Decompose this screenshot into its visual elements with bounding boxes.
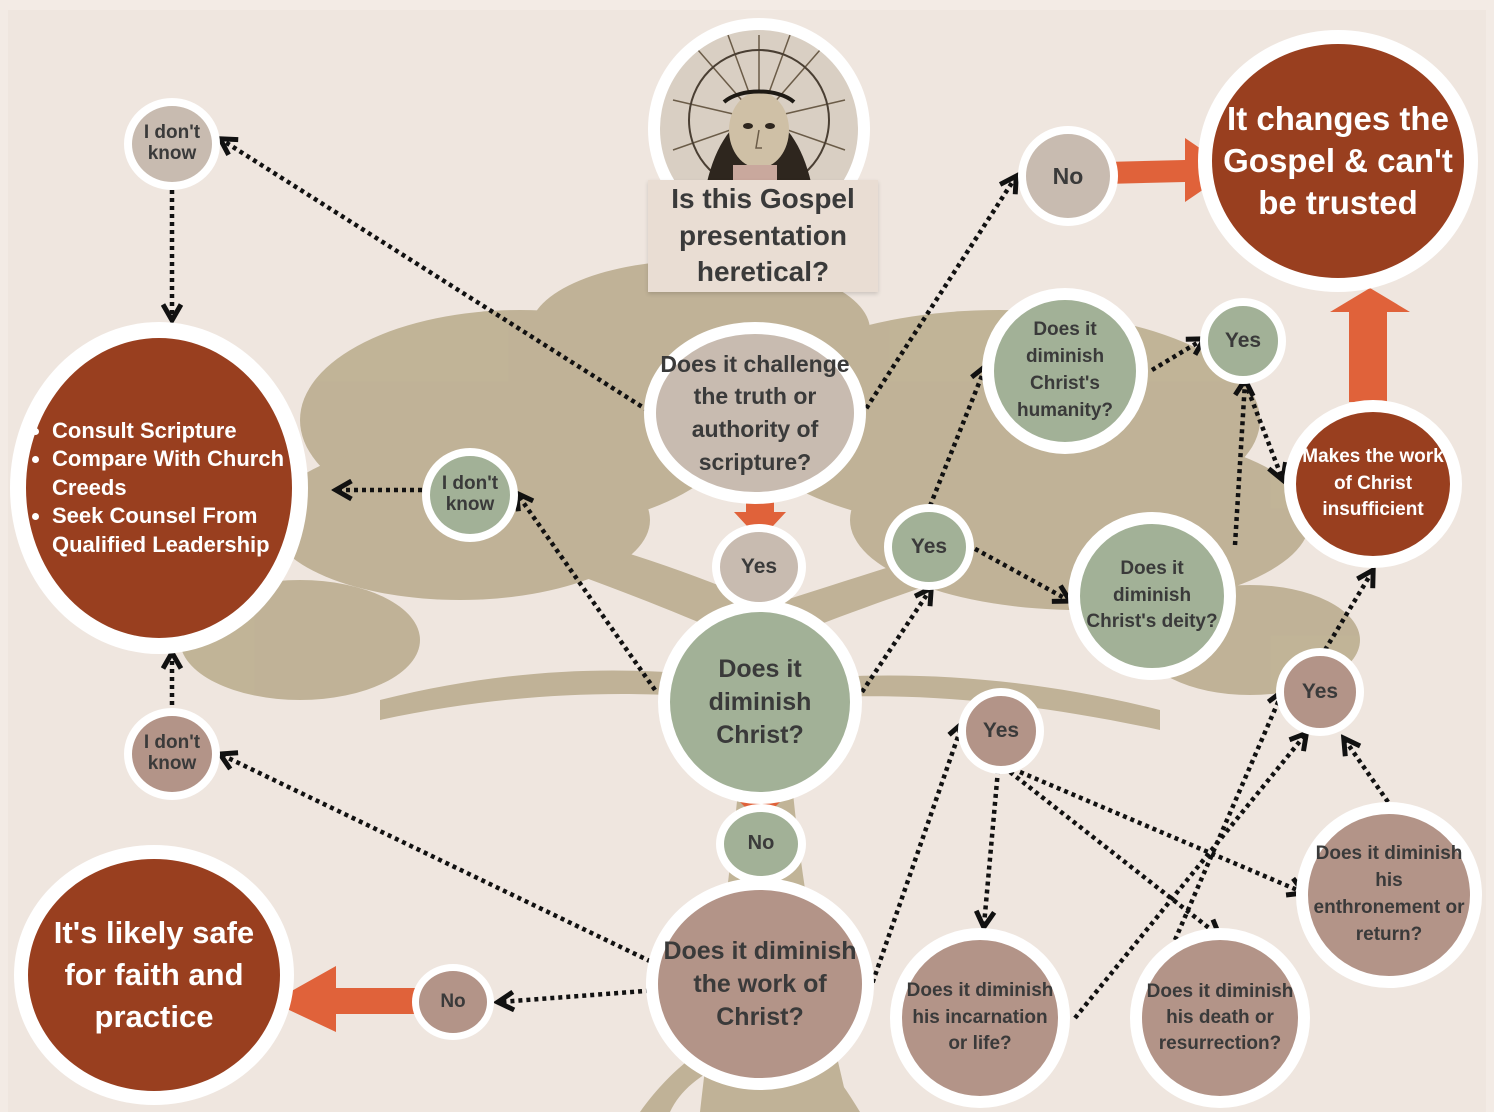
answer-yes-christ: Yes (884, 504, 974, 590)
answer-yes-humanity: Yes (1200, 298, 1286, 384)
solid-arrow (272, 966, 422, 1032)
node-text: I don't know (143, 122, 201, 164)
question-diminish-death-resurrection: Does it diminish his death or resurrecti… (1130, 928, 1310, 1108)
answer-no-bottom: No (412, 964, 494, 1040)
answer-yes-work: Yes (958, 688, 1044, 774)
question-diminish-humanity: Does it diminish Christ's humanity? (982, 288, 1148, 454)
node-text: Makes the work of Christ insufficient (1302, 445, 1444, 521)
node-text: It's likely safe for faith and practice (53, 914, 255, 1035)
node-text: Does it diminish his death or resurrecti… (1146, 980, 1294, 1055)
node-text: I don't know (441, 473, 499, 515)
dotted-arrow (1008, 770, 1218, 935)
node-text: Yes (910, 534, 948, 558)
outcome-makes-work-insufficient: Makes the work of Christ insufficient (1284, 400, 1462, 568)
node-text: Yes (1224, 328, 1262, 352)
node-text: Yes (982, 718, 1020, 742)
advice-item: Seek Counsel From Qualified Leadership (52, 502, 292, 559)
dotted-arrow (984, 769, 1001, 925)
advice-circle: Consult Scripture Compare With Church Cr… (10, 322, 308, 654)
dotted-arrow (1323, 572, 1372, 652)
page-title: Is this Gospel presentation heretical? (648, 180, 878, 292)
dotted-arrow (860, 178, 1015, 417)
advice-item: Consult Scripture (52, 417, 292, 446)
outcome-likely-safe: It's likely safe for faith and practice (14, 845, 294, 1105)
dotted-arrow (1150, 340, 1202, 372)
dotted-arrow (860, 590, 930, 694)
question-diminish-deity: Does it diminish Christ's deity? (1068, 512, 1236, 680)
answer-yes-scripture: Yes (712, 524, 806, 610)
dotted-arrow (966, 543, 1068, 600)
node-text: No (1052, 162, 1084, 189)
dotted-arrow (500, 987, 659, 1002)
question-challenge-scripture: Does it challenge the truth or authority… (644, 322, 866, 504)
question-diminish-incarnation: Does it diminish his incarnation or life… (890, 928, 1070, 1108)
node-text: Yes (1301, 679, 1339, 703)
question-diminish-enthronement-return: Does it diminish his enthronement or ret… (1296, 802, 1482, 988)
node-text: I don't know (143, 732, 201, 774)
answer-idk-mid: I don't know (422, 448, 518, 542)
answer-idk-top: I don't know (124, 98, 220, 190)
dotted-arrow (518, 495, 657, 692)
node-text: It changes the Gospel & can't be trusted (1223, 99, 1453, 222)
dotted-arrow (1019, 769, 1302, 892)
answer-idk-bottom: I don't know (124, 708, 220, 800)
answer-no-top: No (1018, 126, 1118, 226)
answer-no-center: No (716, 804, 806, 884)
node-text: Yes (740, 554, 778, 578)
dotted-arrow (867, 725, 962, 991)
dotted-arrow (222, 755, 659, 968)
dotted-arrow (222, 140, 657, 417)
outcome-changes-gospel: It changes the Gospel & can't be trusted (1198, 30, 1478, 292)
solid-arrow (734, 500, 786, 540)
answer-yes-right: Yes (1276, 648, 1364, 736)
node-text: Does it diminish his enthronement or ret… (1313, 843, 1465, 945)
node-text: No (440, 990, 466, 1012)
dotted-arrow (927, 368, 985, 507)
node-text: Does it diminish Christ's deity? (1086, 557, 1218, 633)
node-text: No (747, 832, 775, 855)
solid-arrow (1330, 288, 1410, 402)
advice-list: Consult Scripture Compare With Church Cr… (26, 417, 292, 560)
node-text: Does it diminish Christ? (708, 654, 812, 749)
dotted-arrow (1242, 381, 1282, 478)
question-diminish-christ: Does it diminish Christ? (658, 600, 862, 804)
node-text: Does it diminish the work of Christ? (663, 936, 857, 1031)
advice-item: Compare With Church Creeds (52, 445, 292, 502)
node-text: Does it diminish Christ's humanity? (1016, 319, 1114, 421)
question-diminish-work-of-christ: Does it diminish the work of Christ? (646, 878, 874, 1090)
node-text: Does it challenge the truth or authority… (660, 350, 850, 475)
node-text: Does it diminish his incarnation or life… (906, 979, 1054, 1055)
dotted-arrow (1345, 740, 1390, 804)
dotted-arrow (1172, 693, 1282, 941)
dotted-arrow (1232, 382, 1245, 546)
